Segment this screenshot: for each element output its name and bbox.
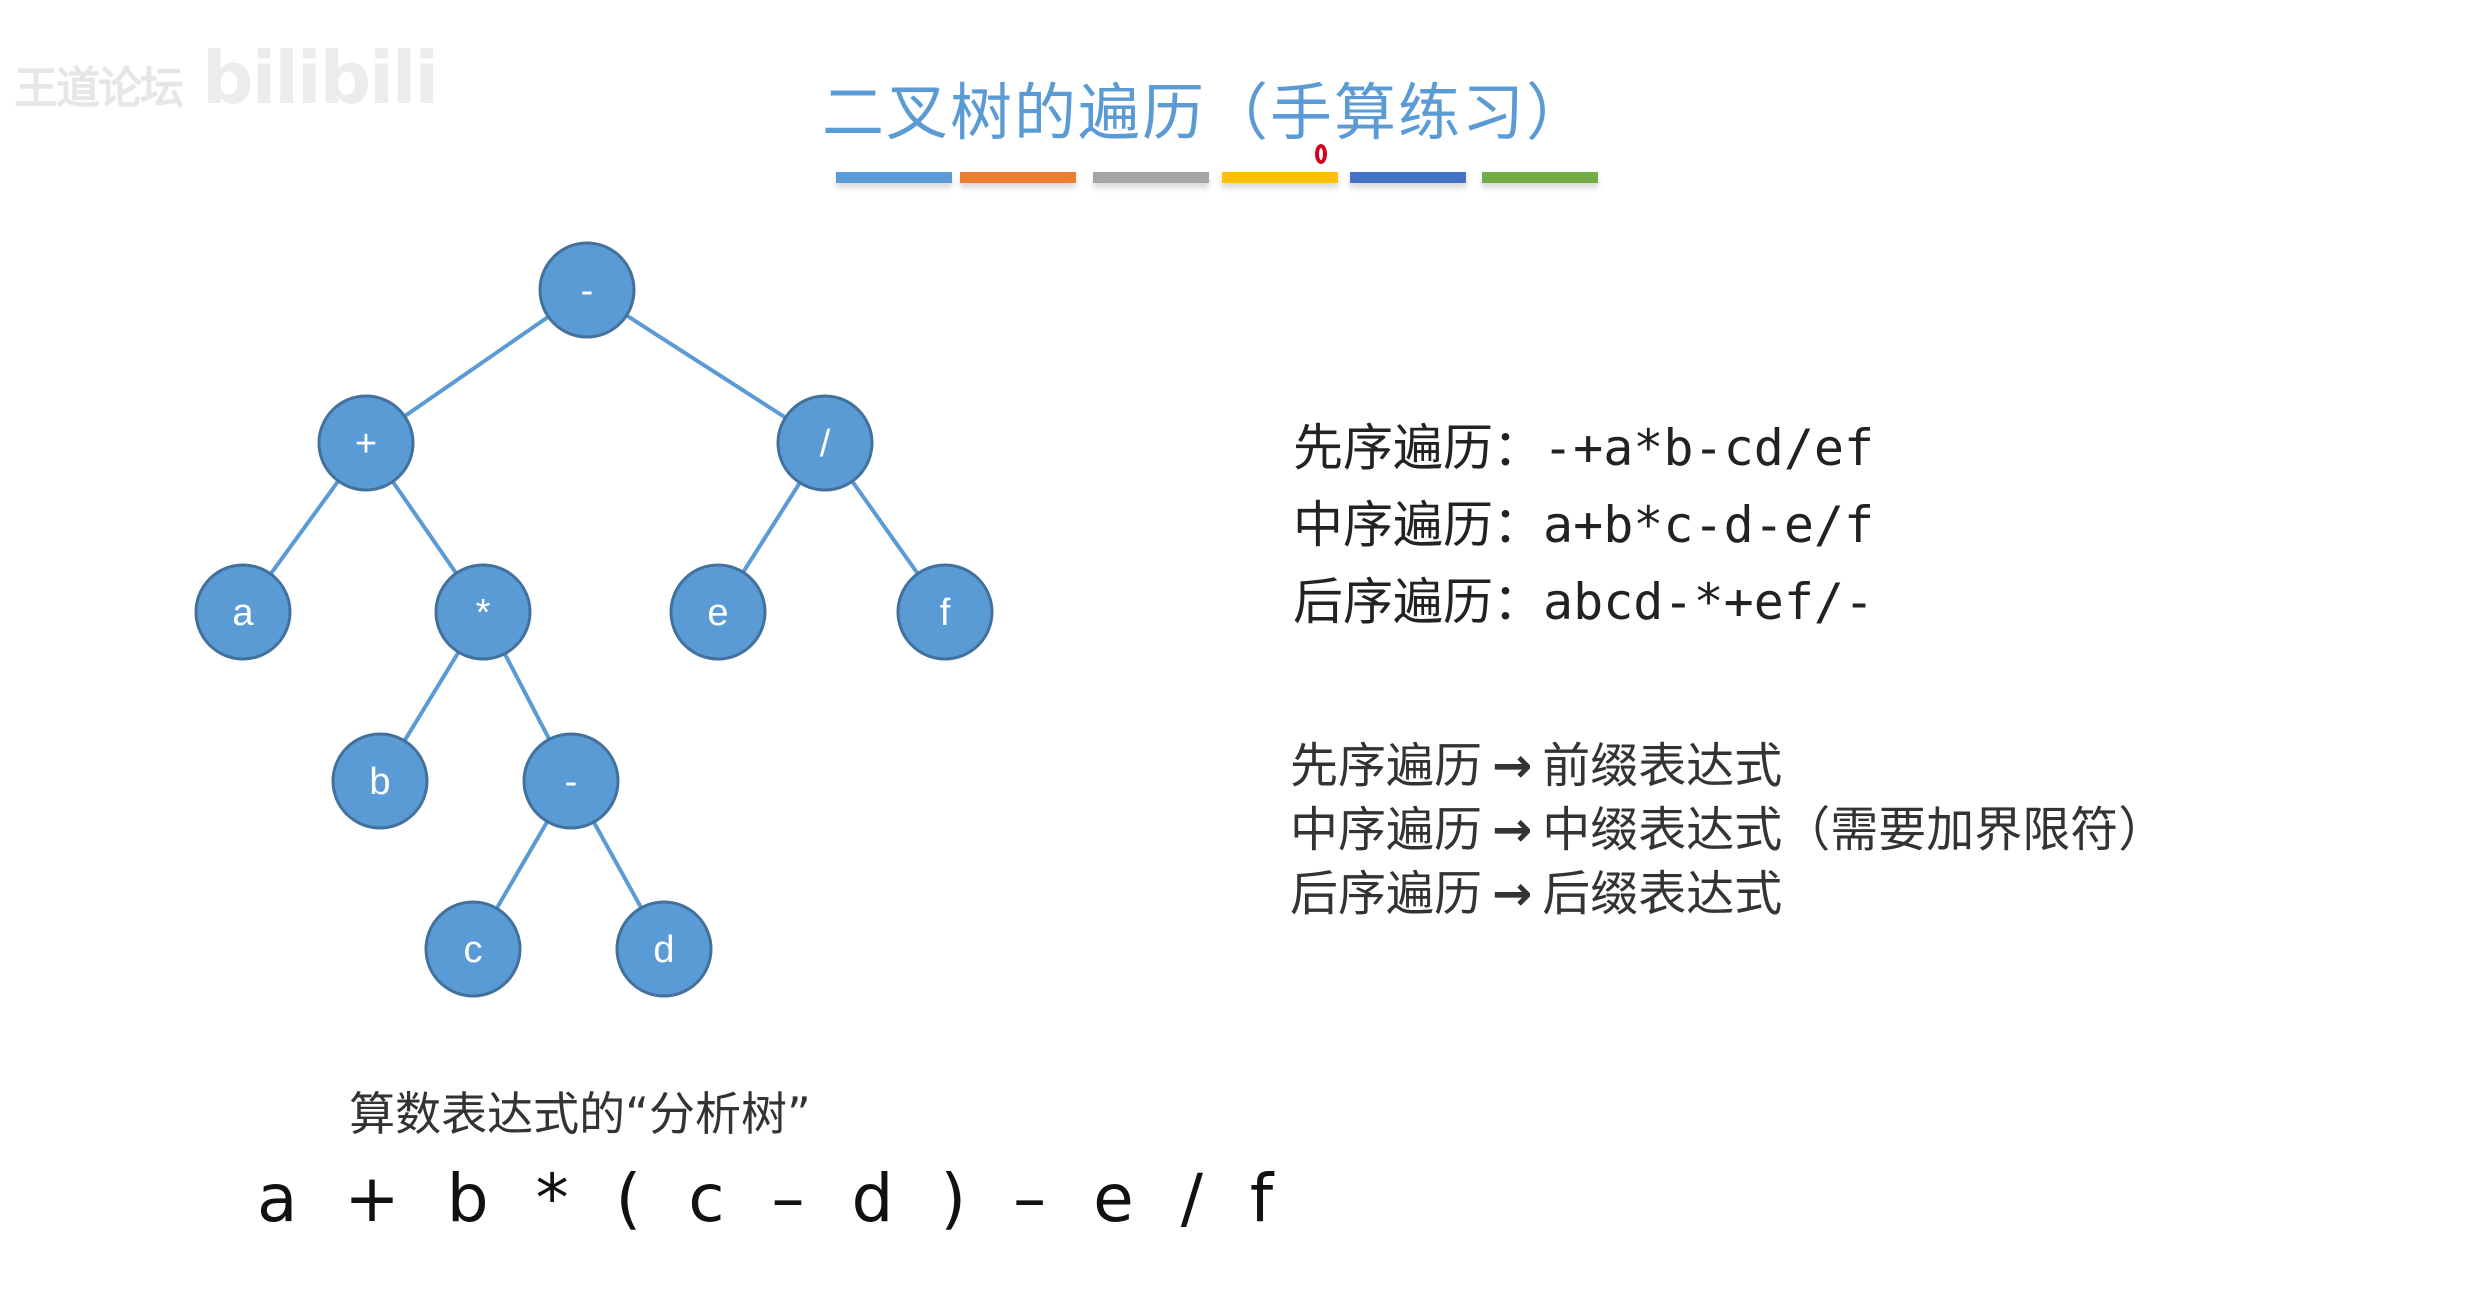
tree-node: d (615, 900, 713, 998)
tree-node: a (194, 563, 292, 661)
tree-node-label: + (355, 423, 377, 465)
tree-node-circle (331, 732, 429, 830)
tree-node-label: b (369, 761, 390, 803)
tree-node-circle (615, 900, 713, 998)
arrow-right-icon: → (1492, 738, 1533, 794)
tree-node-label: f (940, 592, 951, 634)
tree-node: - (538, 241, 636, 339)
color-bar (1482, 172, 1598, 183)
tree-node-label: a (232, 592, 254, 634)
mapping-to: 后缀表达式 (1542, 866, 1783, 922)
tree-node: e (669, 563, 767, 661)
tree-node-label: * (476, 592, 491, 634)
tree-node-label: - (581, 270, 594, 312)
traversal-label: 后序遍历： (1293, 573, 1543, 631)
tree-caption: 算数表达式的“分析树” (349, 1087, 811, 1141)
tree-node-circle (194, 563, 292, 661)
color-bar-strip (836, 172, 1598, 184)
traversal-postorder: 后序遍历：abcd-*+ef/- (1293, 562, 1874, 634)
tree-node-label: e (707, 592, 728, 634)
color-bar (960, 172, 1076, 183)
traversal-sequence: a+b*c-d-e/f (1543, 496, 1875, 554)
tree-node-circle (317, 394, 415, 492)
tree-node-label: / (820, 423, 831, 465)
color-bar (836, 172, 952, 183)
tree-node: f (896, 563, 994, 661)
tree-node-circle (538, 241, 636, 339)
tree-node: + (317, 394, 415, 492)
tree-node-label: d (653, 929, 674, 971)
mapping-from: 先序遍历 (1290, 738, 1483, 794)
arrow-right-icon: → (1492, 866, 1533, 922)
traversal-inorder: 中序遍历：a+b*c-d-e/f (1293, 485, 1874, 557)
tree-node-circle (896, 563, 994, 661)
tree-node-circle (434, 563, 532, 661)
pointer-cursor-icon (1315, 144, 1327, 164)
traversal-sequence: -+a*b-cd/ef (1543, 419, 1875, 477)
traversal-preorder: 先序遍历：-+a*b-cd/ef (1293, 408, 1874, 480)
tree-node: c (424, 900, 522, 998)
arrow-right-icon: → (1492, 802, 1533, 858)
arithmetic-expression: a + b * ( c – d ) – e / f (257, 1160, 1284, 1237)
color-bar (1222, 172, 1338, 183)
page-title: 二叉树的遍历（手算练习） (821, 76, 1590, 149)
mapping-preorder: 先序遍历→前缀表达式 (1290, 726, 1782, 796)
mapping-from: 后序遍历 (1290, 866, 1483, 922)
mapping-to: 中缀表达式（需要加界限符） (1542, 802, 2167, 858)
tree-node: * (434, 563, 532, 661)
mapping-from: 中序遍历 (1290, 802, 1483, 858)
mapping-to: 前缀表达式 (1542, 738, 1783, 794)
tree-node: b (331, 732, 429, 830)
traversal-label: 先序遍历： (1293, 419, 1543, 477)
color-bar (1350, 172, 1466, 183)
tree-node: - (522, 732, 620, 830)
binary-tree-diagram: - + / a * e f b - c d (194, 241, 994, 998)
watermark-logo: 王道论坛 bilibili (14, 36, 439, 120)
bilibili-logo: bilibili (202, 36, 439, 120)
tree-node-label: c (464, 929, 483, 971)
tree-node-circle (669, 563, 767, 661)
tree-node-circle (522, 732, 620, 830)
tree-node-label: - (565, 761, 578, 803)
color-bar (1093, 172, 1209, 183)
watermark-text: 王道论坛 (14, 63, 184, 114)
tree-node: / (776, 394, 874, 492)
tree-node-circle (776, 394, 874, 492)
traversal-label: 中序遍历： (1293, 496, 1543, 554)
mapping-postorder: 后序遍历→后缀表达式 (1290, 854, 1782, 924)
tree-node-circle (424, 900, 522, 998)
traversal-sequence: abcd-*+ef/- (1543, 573, 1875, 631)
mapping-inorder: 中序遍历→中缀表达式（需要加界限符） (1290, 790, 2166, 860)
